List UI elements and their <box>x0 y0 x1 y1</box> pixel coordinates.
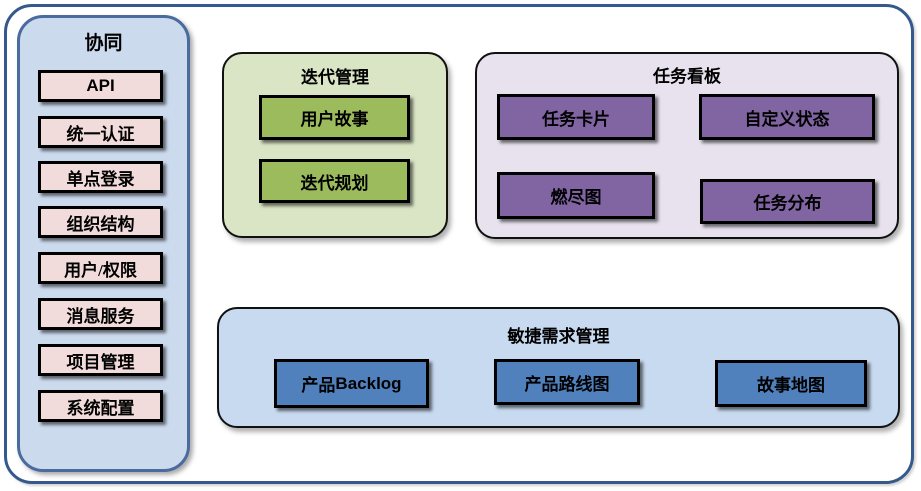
iteration-panel-title: 迭代管理 <box>301 68 369 87</box>
taskboard-item-custom-status: 自定义状态 <box>699 94 875 140</box>
product-backlog-label-en: Backlog <box>335 373 402 393</box>
collaboration-item-org-structure: 组织结构 <box>38 206 163 238</box>
iteration-panel: 迭代管理 用户故事 迭代规划 <box>222 52 448 238</box>
collaboration-item-sso: 单点登录 <box>38 161 163 193</box>
collaboration-panel-title: 协同 <box>84 33 123 54</box>
taskboard-panel-title: 任务看板 <box>653 67 721 86</box>
collaboration-item-message-service: 消息服务 <box>38 298 163 330</box>
collaboration-item-user-permission: 用户/权限 <box>38 252 163 284</box>
taskboard-item-task-distribution: 任务分布 <box>700 179 875 224</box>
collaboration-item-api: API <box>38 70 163 102</box>
collaboration-item-unified-auth: 统一认证 <box>38 116 163 148</box>
taskboard-item-burndown-chart: 燃尽图 <box>497 172 655 219</box>
outer-frame: 协同 API 统一认证 单点登录 组织结构 用户/权限 消息服务 项目管理 系统… <box>4 4 914 484</box>
taskboard-item-task-card: 任务卡片 <box>497 94 655 140</box>
agile-item-story-map: 故事地图 <box>715 360 867 407</box>
taskboard-panel: 任务看板 任务卡片 自定义状态 燃尽图 任务分布 <box>475 52 899 239</box>
collaboration-item-project-management: 项目管理 <box>38 344 163 376</box>
collaboration-panel: 协同 API 统一认证 单点登录 组织结构 用户/权限 消息服务 项目管理 系统… <box>17 15 190 472</box>
iteration-item-user-story: 用户故事 <box>259 95 410 140</box>
collaboration-item-system-config: 系统配置 <box>38 390 163 422</box>
product-backlog-label-cn: 产品 <box>301 376 336 395</box>
agile-item-product-roadmap: 产品路线图 <box>494 359 640 405</box>
agile-requirements-panel-title: 敏捷需求管理 <box>507 327 610 346</box>
iteration-item-planning: 迭代规划 <box>259 159 410 203</box>
